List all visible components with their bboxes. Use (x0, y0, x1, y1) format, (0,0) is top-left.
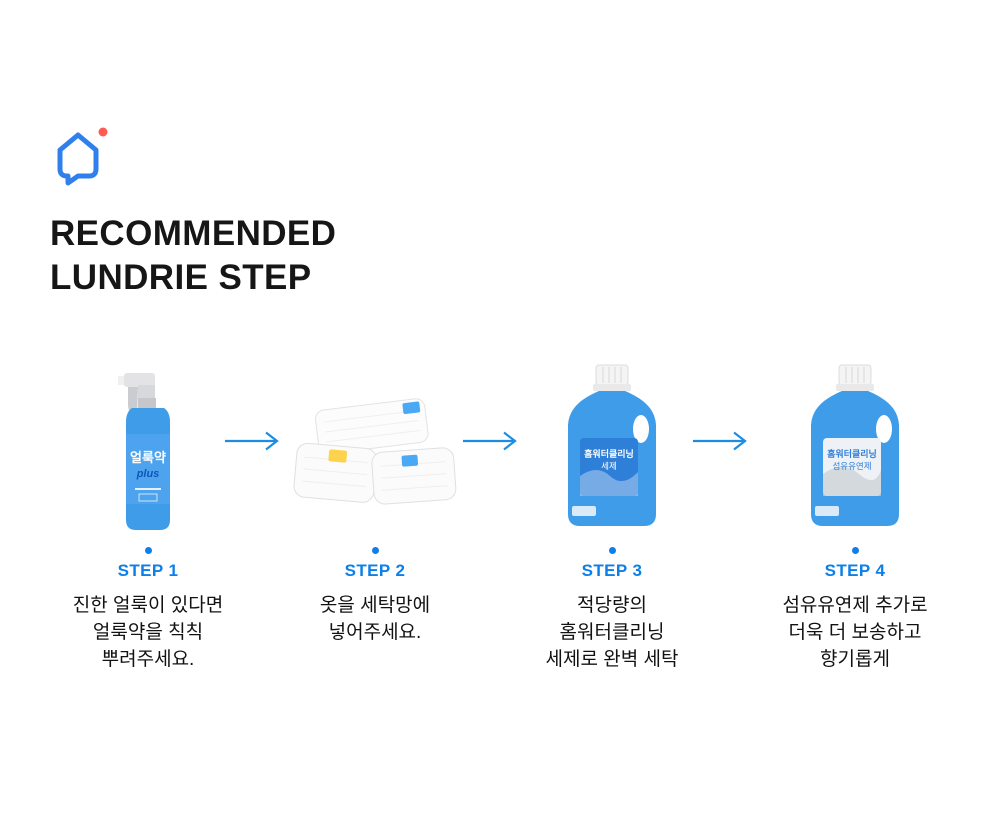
spray-label-title: 얼룩약 (130, 450, 166, 465)
step-column-4: 홈워터클리닝 섬유유연제 STEP 4 섬유유연제 추가로 더욱 더 보송하고 … (743, 358, 967, 674)
step-label: STEP 4 (824, 561, 886, 580)
step-dot (371, 547, 379, 554)
product-box-4: 홈워터클리닝 섬유유연제 (795, 358, 915, 536)
laundry-mesh-bags-image (293, 398, 457, 505)
logo-dot (98, 127, 108, 137)
step-column-2: STEP 2 옷을 세탁망에 넣어주세요. (263, 358, 487, 647)
product-box-1: 얼룩약 plus (108, 358, 188, 536)
step-description: 진한 얼룩이 있다면 얼룩약을 칙칙 뿌려주세요. (72, 595, 224, 670)
step-label: STEP 2 (344, 561, 406, 580)
softener-bottle-image: 홈워터클리닝 섬유유연제 (811, 364, 899, 526)
detergent-label-sub: 세제 (601, 461, 617, 471)
step-label: STEP 3 (581, 561, 643, 580)
spray-bottle-image: 얼룩약 plus (118, 373, 170, 530)
arrow-right-icon (463, 431, 517, 451)
step-column-1: 얼룩약 plus STEP 1 진한 얼룩이 있다면 얼룩약을 칙칙 뿌려주세요… (36, 358, 260, 674)
spray-label-sub: plus (136, 468, 160, 480)
title-line-2: LUNDRIE STEP (50, 257, 312, 297)
arrow-right-icon (225, 431, 279, 451)
title-line-1: RECOMMENDED (50, 214, 337, 253)
softener-label-title: 홈워터클리닝 (827, 448, 877, 459)
step-description: 섬유유연제 추가로 더욱 더 보송하고 향기롭게 (782, 595, 928, 670)
detergent-label-title: 홈워터클리닝 (584, 448, 634, 459)
house-icon (57, 132, 99, 186)
product-box-3: 홈워터클리닝 세제 (552, 358, 672, 536)
softener-label-sub: 섬유유연제 (832, 461, 871, 471)
arrow-right-icon (693, 431, 747, 451)
product-box-2 (289, 358, 461, 536)
step-dot (608, 547, 616, 554)
step-dot (144, 547, 152, 554)
step-description: 적당량의 홈워터클리닝 세제로 완벽 세탁 (545, 595, 679, 670)
detergent-bottle-image: 홈워터클리닝 세제 (568, 364, 656, 526)
step-description: 옷을 세탁망에 넣어주세요. (319, 595, 431, 643)
step-label: STEP 1 (117, 561, 179, 580)
page-title: RECOMMENDED LUNDRIE STEP (50, 212, 336, 300)
step-column-3: 홈워터클리닝 세제 STEP 3 적당량의 홈워터클리닝 세제로 완벽 세탁 (500, 358, 724, 674)
brand-logo (57, 127, 108, 186)
step-dot (851, 547, 859, 554)
